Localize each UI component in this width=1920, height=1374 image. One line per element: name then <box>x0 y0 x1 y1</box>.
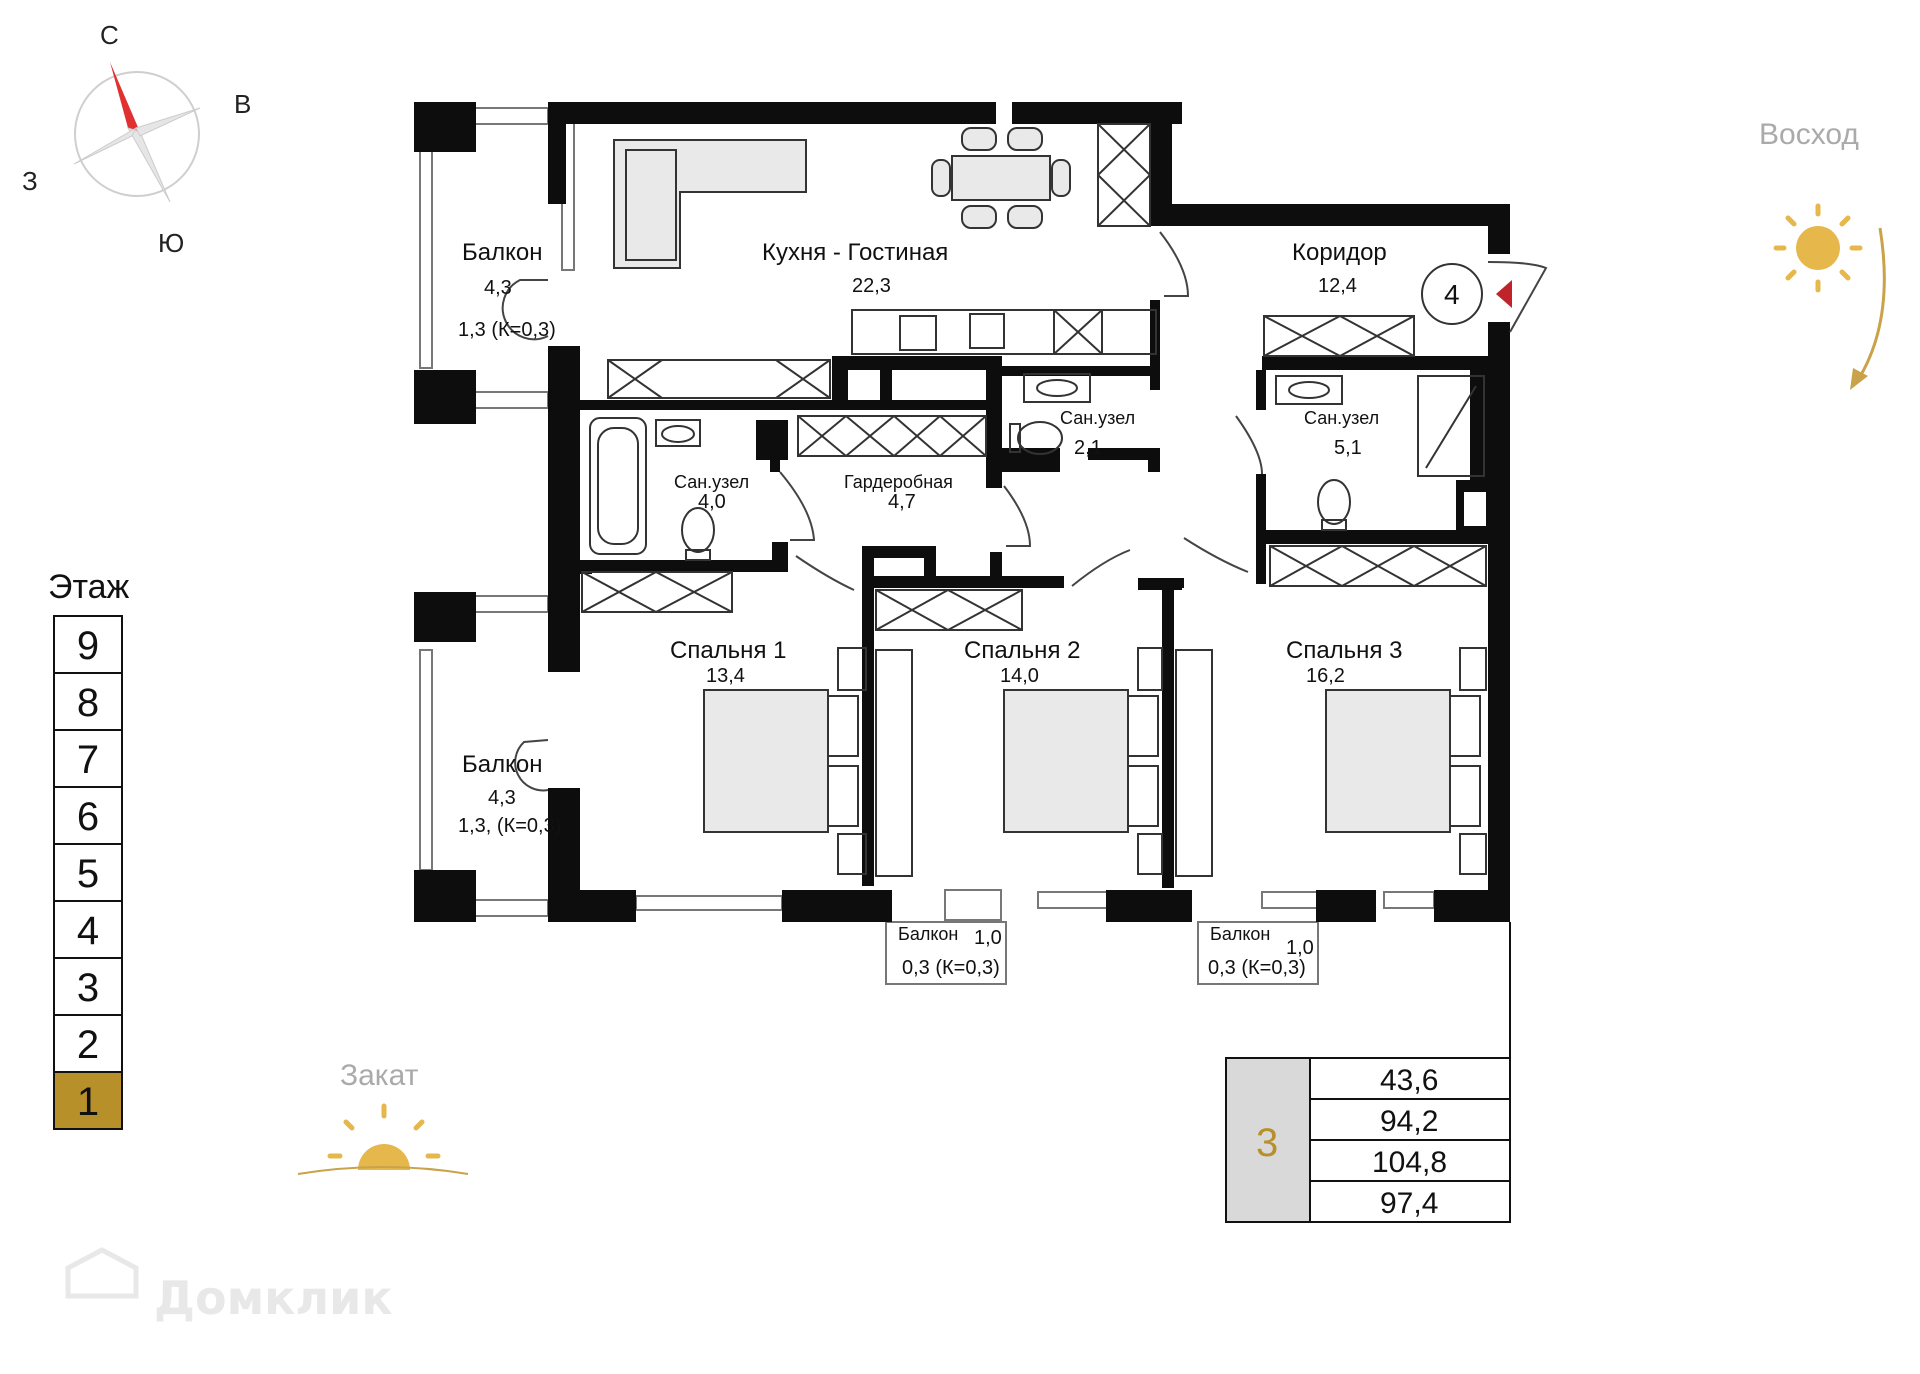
summary-room-count: 3 <box>1256 1121 1278 1165</box>
sunrise-label: Восход <box>1759 118 1859 151</box>
floor-button-8[interactable]: 8 <box>53 672 123 731</box>
room-balcony-s1-note: 0,3 (К=0,3) <box>902 957 1000 979</box>
floor-button-bg <box>53 900 123 959</box>
floor-selector: Этаж 9 8 7 6 5 4 3 2 1 <box>48 568 130 1130</box>
floor-button-label: 2 <box>77 1023 99 1067</box>
summary-value-1: 43,6 <box>1380 1064 1438 1097</box>
room-kitchen-area: 22,3 <box>852 275 891 297</box>
floor-button-label: 8 <box>77 681 99 725</box>
room-bedroom2-area: 14,0 <box>1000 665 1039 687</box>
compass-east-label: В <box>234 89 251 119</box>
room-bath-east-name: Сан.узел <box>1304 408 1379 428</box>
furniture <box>581 123 1487 877</box>
room-balcony-sw-note: 1,3, (К=0,3) <box>458 815 561 837</box>
room-balcony-sw-area: 4,3 <box>488 787 516 809</box>
floor-button-bg <box>53 957 123 1016</box>
room-balcony-nw-name: Балкон <box>462 239 542 266</box>
room-bedroom3-area: 16,2 <box>1306 665 1345 687</box>
room-balcony-nw-note: 1,3 (К=0,3) <box>458 319 556 341</box>
summary-value-4: 97,4 <box>1380 1187 1438 1220</box>
room-bath-west-name: Сан.узел <box>674 472 749 492</box>
entrance-marker: 4 <box>1421 263 1512 325</box>
floor-button-bg <box>53 843 123 902</box>
entrance-number: 4 <box>1444 279 1460 310</box>
room-bath-west-area: 4,0 <box>698 491 726 513</box>
floor-button-1[interactable]: 1 <box>53 1071 123 1130</box>
floor-button-bg <box>53 729 123 788</box>
floor-button-bg <box>53 672 123 731</box>
room-bath-east-area: 5,1 <box>1334 437 1362 459</box>
floor-button-9[interactable]: 9 <box>53 615 123 674</box>
room-wc-small-area: 2,1 <box>1074 437 1102 459</box>
room-kitchen-name: Кухня - Гостиная <box>762 239 948 266</box>
floor-button-label: 3 <box>77 966 99 1010</box>
sunrise-indicator: Восход <box>1759 118 1886 390</box>
room-balcony-s2-area: 1,0 <box>1286 937 1314 959</box>
compass-north-label: С <box>100 20 119 50</box>
watermark-house-icon <box>65 1247 139 1299</box>
floor-button-label: 1 <box>77 1080 99 1124</box>
room-balcony-s1-area: 1,0 <box>974 927 1002 949</box>
watermark: Домклик <box>65 1247 393 1325</box>
doors <box>501 231 1548 792</box>
floor-button-label: 4 <box>77 909 99 953</box>
floor-button-label: 7 <box>77 738 99 782</box>
floor-button-7[interactable]: 7 <box>53 729 123 788</box>
room-wardrobe-name: Гардеробная <box>844 472 953 492</box>
floor-button-3[interactable]: 3 <box>53 957 123 1016</box>
sunset-label: Закат <box>340 1059 419 1092</box>
room-bedroom3-name: Спальня 3 <box>1286 637 1402 664</box>
room-bedroom1-area: 13,4 <box>706 665 745 687</box>
sun-path-arrow <box>1856 227 1886 381</box>
floor-button-bg <box>53 1014 123 1073</box>
area-summary-table: 3 43,6 94,2 104,8 97,4 <box>1225 922 1511 1223</box>
floor-button-6[interactable]: 6 <box>53 786 123 845</box>
floor-button-label: 9 <box>77 624 99 668</box>
room-wc-small-name: Сан.узел <box>1060 408 1135 428</box>
floor-button-2[interactable]: 2 <box>53 1014 123 1073</box>
summary-value-2: 94,2 <box>1380 1105 1438 1138</box>
compass-north-needle <box>110 62 140 132</box>
room-balcony-nw-area: 4,3 <box>484 277 512 299</box>
floor-button-bg <box>53 786 123 845</box>
room-balcony-s2-name: Балкон <box>1210 924 1270 944</box>
compass: С В З Ю <box>22 20 251 258</box>
floor-button-4[interactable]: 4 <box>53 900 123 959</box>
entrance-arrow-icon <box>1496 280 1512 308</box>
room-balcony-s1-name: Балкон <box>898 924 958 944</box>
sunset-indicator: Закат <box>297 1059 469 1175</box>
floor-button-bg <box>53 615 123 674</box>
compass-west-label: З <box>22 166 38 196</box>
room-bedroom2-name: Спальня 2 <box>964 637 1080 664</box>
summary-value-3: 104,8 <box>1372 1146 1447 1179</box>
room-labels: Балкон 4,3 1,3 (К=0,3) Кухня - Гостиная … <box>458 239 1402 979</box>
compass-south-label: Ю <box>158 228 184 258</box>
room-balcony-s2-note: 0,3 (К=0,3) <box>1208 957 1306 979</box>
room-corridor-name: Коридор <box>1292 239 1387 266</box>
apartment-plan: 4 Балкон 4,3 1,3 (К=0,3) Кухня - Гостина… <box>414 102 1548 985</box>
sunset-sun-icon <box>358 1144 410 1170</box>
watermark-text: Домклик <box>154 1271 393 1325</box>
floor-button-label: 6 <box>77 795 99 839</box>
floor-button-bg <box>53 1071 123 1130</box>
room-balcony-sw-name: Балкон <box>462 751 542 778</box>
floor-button-label: 5 <box>77 852 99 896</box>
room-corridor-area: 12,4 <box>1318 275 1357 297</box>
room-bedroom1-name: Спальня 1 <box>670 637 786 664</box>
floor-button-5[interactable]: 5 <box>53 843 123 902</box>
room-wardrobe-area: 4,7 <box>888 491 916 513</box>
sunrise-sun-icon <box>1796 226 1840 270</box>
floor-selector-title: Этаж <box>48 568 130 606</box>
